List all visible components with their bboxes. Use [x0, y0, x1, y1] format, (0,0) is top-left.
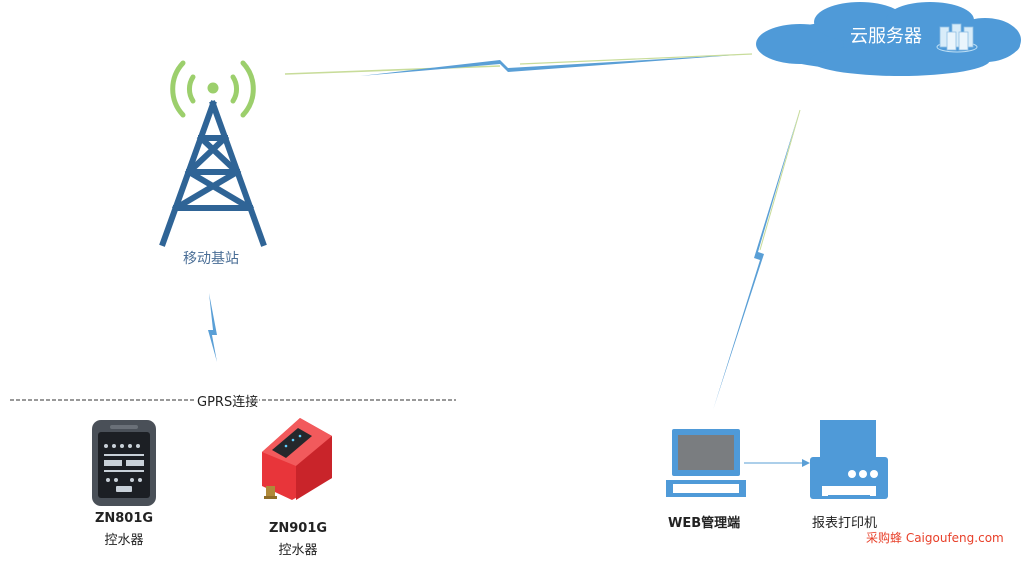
printer-icon: [810, 420, 888, 499]
web-label: WEB管理端: [668, 516, 741, 531]
device1-type: 控水器: [104, 533, 144, 548]
signal-waves-icon: [170, 60, 256, 118]
laptop-icon: [666, 429, 746, 497]
cloud-label: 云服务器: [850, 26, 922, 47]
tower-icon: [159, 100, 267, 247]
tower-label: 移动基站: [183, 251, 239, 267]
device2-type: 控水器: [278, 543, 318, 558]
device-zn801g-image: [92, 420, 156, 506]
printer-label: 报表打印机: [812, 516, 878, 531]
arrow-web-printer: [744, 459, 810, 467]
device-zn901g-image: [262, 418, 332, 500]
device2-model: ZN901G: [268, 521, 328, 536]
link-tower-gprs: [208, 293, 217, 362]
link-tower-cloud: [284, 53, 753, 76]
link-cloud-web: [713, 109, 801, 410]
server-icon: [936, 23, 978, 53]
watermark: 采购蜂 Caigoufeng.com: [866, 531, 1004, 545]
gprs-label: GPRS连接: [196, 391, 260, 410]
device1-model: ZN801G: [94, 511, 154, 526]
